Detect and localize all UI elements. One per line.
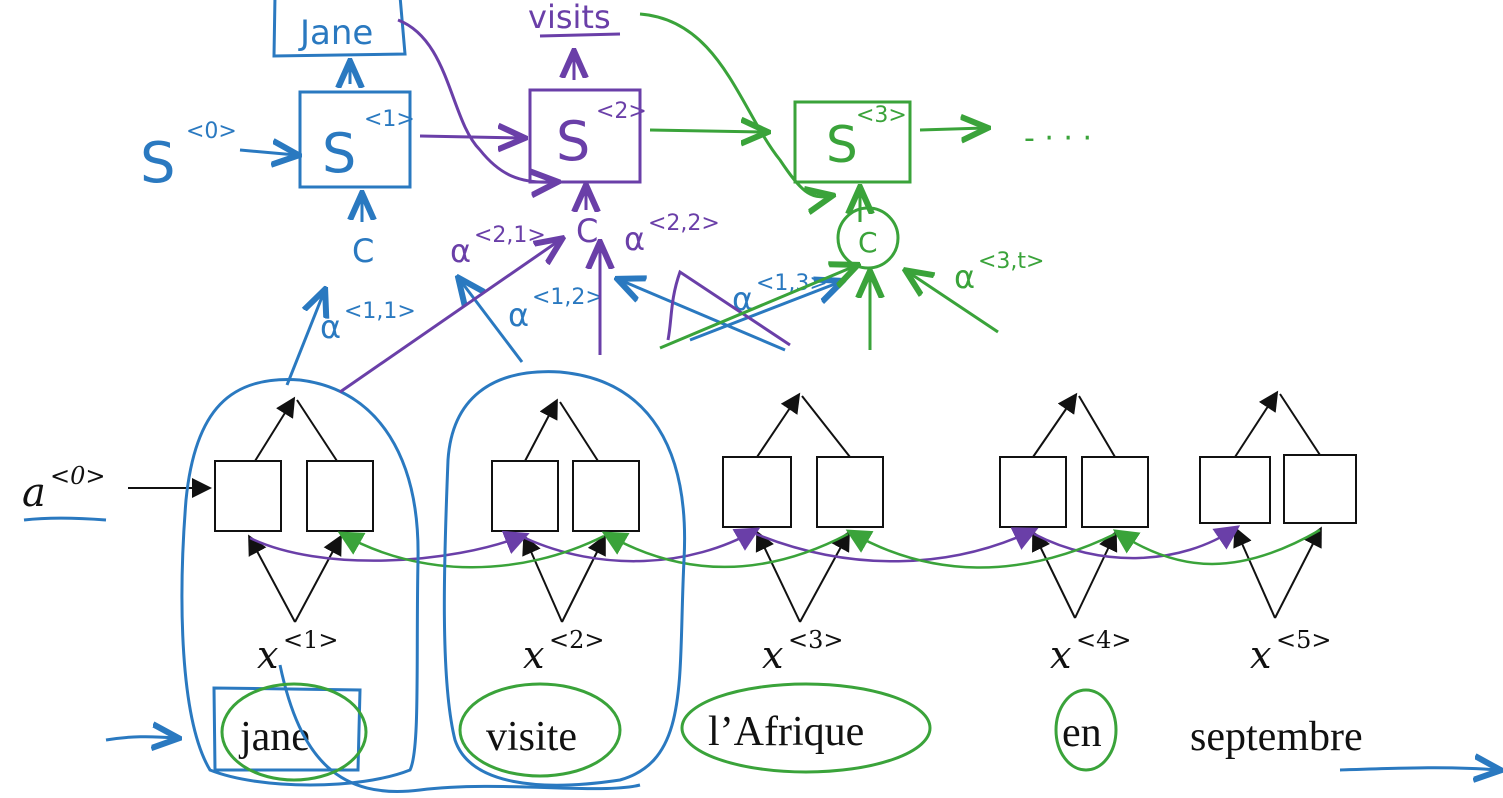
- output-box-1: [272, 0, 407, 58]
- svg-text:<2,1>: <2,1>: [474, 223, 546, 248]
- attention-label-1-2: α: [508, 296, 529, 334]
- svg-text:<4>: <4>: [1076, 626, 1132, 654]
- circle-lafrique: [680, 682, 932, 774]
- circle-jane: [220, 682, 368, 782]
- encoder-cell-fwd-2: [491, 460, 559, 532]
- encoder-output-arrows: [254, 390, 1321, 462]
- svg-text:<3,t>: <3,t>: [978, 249, 1044, 274]
- word-lafrique: l’Afrique: [708, 709, 864, 755]
- svg-text:<2,2>: <2,2>: [648, 211, 720, 236]
- encircle-step-2: [442, 370, 687, 787]
- word-septembre: septembre: [1190, 714, 1363, 760]
- svg-text:<1,2>: <1,2>: [532, 285, 604, 310]
- input-arrow-left: [105, 737, 176, 740]
- svg-text:<0>: <0>: [186, 119, 237, 144]
- svg-text:<0>: <0>: [50, 462, 106, 490]
- decoder-step-3-labels: S <3> C - · · · α <3,t>: [826, 103, 1092, 296]
- input-label-2: x: [523, 633, 544, 677]
- initial-state-label: S: [140, 131, 176, 196]
- decoder-step-2: [339, 18, 791, 394]
- svg-text:<2>: <2>: [549, 626, 605, 654]
- decoder-step-3: [220, 12, 1118, 782]
- word-en: en: [1062, 710, 1102, 756]
- svg-text:<1>: <1>: [364, 107, 415, 132]
- forward-recurrence-arrows: [249, 525, 1241, 563]
- encircle-step-1: [180, 378, 420, 787]
- attention-label-3-t: α: [954, 258, 975, 296]
- state-label-2: S: [556, 110, 590, 173]
- encoder-cell-fwd-1: [214, 460, 282, 532]
- input-label-5: x: [1250, 633, 1271, 677]
- encoder-cell-bwd-1: [306, 460, 374, 532]
- svg-text:<2>: <2>: [596, 99, 647, 124]
- word-visite: visite: [486, 714, 577, 760]
- encoder-cell-bwd-3: [816, 456, 884, 528]
- attention-label-2-2: α: [624, 220, 645, 258]
- decoder-step-1-labels: Jane S <0> S <1> C α <1,1> α <1,2> α <1,…: [140, 13, 828, 346]
- input-words: jane visite l’Afrique en septembre: [238, 709, 1363, 760]
- circle-visite: [458, 682, 622, 778]
- attention-label-1-1: α: [320, 308, 341, 346]
- svg-text:a: a: [22, 470, 46, 516]
- encoder-cell-bwd-4: [1081, 456, 1149, 528]
- input-label-4: x: [1050, 633, 1071, 677]
- svg-text:<3>: <3>: [856, 103, 907, 128]
- context-label-2: C: [576, 212, 598, 250]
- encoder-input-arrows: [248, 526, 1322, 623]
- svg-text:<1,1>: <1,1>: [344, 299, 416, 324]
- encoder-cell-fwd-5: [1199, 456, 1271, 524]
- backward-recurrence-arrows: [337, 528, 1321, 569]
- encoder-cell-bwd-2: [572, 460, 640, 532]
- jane-box: [212, 686, 362, 772]
- output-word-1: Jane: [298, 13, 373, 53]
- decoder-step-2-labels: visits S <2> C α <2,1> α <2,2>: [450, 0, 720, 270]
- state-label-3: S: [826, 116, 858, 174]
- svg-text:<1>: <1>: [283, 626, 339, 654]
- word-jane: jane: [238, 714, 310, 760]
- input-label-1: x: [257, 633, 278, 677]
- encoder-cell-bwd-5: [1283, 454, 1357, 524]
- context-label-3: C: [858, 226, 878, 259]
- state-label-1: S: [322, 122, 356, 185]
- attention-label-2-1: α: [450, 232, 471, 270]
- output-word-2: visits: [528, 0, 611, 36]
- state-box-3: [793, 100, 912, 184]
- decoder-ellipsis: - · · ·: [1024, 121, 1092, 156]
- context-label-1: C: [352, 232, 374, 270]
- svg-text:<5>: <5>: [1276, 626, 1332, 654]
- encoder: [128, 390, 1357, 623]
- a0-label: a <0>: [22, 462, 107, 522]
- input-label-3: x: [762, 633, 783, 677]
- svg-text:<3>: <3>: [788, 626, 844, 654]
- encoder-cell-fwd-4: [999, 456, 1067, 528]
- input-arrow-right: [1339, 768, 1498, 770]
- circle-en: [1054, 688, 1118, 772]
- decoder-step-1: [105, 0, 1498, 793]
- input-labels: x <1> x <2> x <3> x <4> x <5>: [257, 626, 1332, 677]
- encoder-cell-fwd-3: [722, 456, 792, 528]
